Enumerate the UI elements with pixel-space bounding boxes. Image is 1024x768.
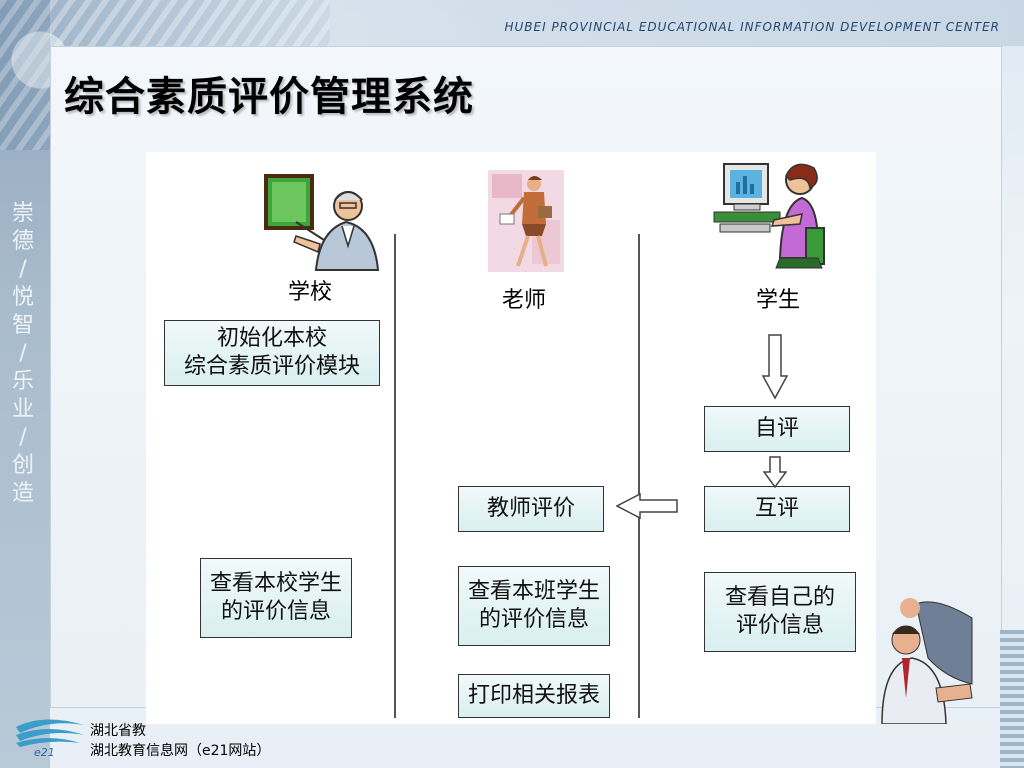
motto-char: 崇 bbox=[11, 201, 34, 226]
e21-logo-icon bbox=[16, 719, 84, 747]
header-band bbox=[0, 0, 1024, 46]
motto-char: 德 bbox=[11, 229, 34, 254]
motto-char: 业 bbox=[11, 397, 34, 422]
arrow-down-icon bbox=[762, 334, 788, 400]
arrow-down-icon bbox=[763, 456, 787, 488]
column-divider-right bbox=[638, 234, 640, 718]
box-line: 综合素质评价模块 bbox=[183, 354, 360, 379]
box-line: 查看自己的 bbox=[724, 585, 835, 610]
school-view-evaluations-box: 查看本校学生 的评价信息 bbox=[200, 558, 352, 638]
box-line: 的评价信息 bbox=[220, 599, 331, 624]
slide-title: 综合素质评价管理系统 bbox=[64, 74, 474, 120]
footer-line-1: 湖北省教 bbox=[90, 723, 146, 739]
student-self-evaluation-box: 自评 bbox=[704, 406, 850, 452]
motto-char: 乐 bbox=[11, 369, 34, 394]
footer-line-2: 湖北教育信息网（e21网站） bbox=[90, 743, 271, 759]
motto-char: 悦 bbox=[11, 285, 34, 310]
school-lecturer-icon bbox=[264, 174, 380, 271]
header-organization: HUBEI PROVINCIAL EDUCATIONAL INFORMATION… bbox=[504, 20, 1000, 34]
diagram-panel: 学校 老师 学生 初始化本校 综合素质评价模 bbox=[146, 152, 876, 724]
decorative-stripes bbox=[1000, 630, 1024, 768]
motto-char: / bbox=[19, 425, 27, 450]
box-line: 的评价信息 bbox=[478, 607, 589, 632]
motto-char: 智 bbox=[11, 313, 34, 338]
motto-char: / bbox=[19, 257, 27, 282]
teacher-view-class-box: 查看本班学生 的评价信息 bbox=[458, 566, 610, 646]
motto-char: 创 bbox=[11, 453, 34, 478]
box-line: 查看本班学生 bbox=[467, 579, 600, 604]
footer-logo-text: e21 bbox=[34, 746, 55, 759]
box-line: 初始化本校 bbox=[216, 326, 327, 351]
column-divider-left bbox=[394, 234, 396, 718]
vertical-motto: 崇 德 / 悦 智 / 乐 业 / 创 造 bbox=[8, 200, 38, 508]
box-line: 评价信息 bbox=[735, 613, 824, 638]
school-init-module-box: 初始化本校 综合素质评价模块 bbox=[164, 320, 380, 386]
actor-label-student: 学生 bbox=[756, 288, 801, 313]
student-computer-icon bbox=[713, 163, 825, 269]
arrow-left-icon bbox=[616, 493, 678, 519]
teacher-woman-icon bbox=[488, 170, 564, 272]
motto-char: 造 bbox=[11, 481, 34, 506]
student-peer-evaluation-box: 互评 bbox=[704, 486, 850, 532]
business-people-image bbox=[881, 598, 973, 724]
box-line: 查看本校学生 bbox=[209, 571, 342, 596]
motto-char: / bbox=[19, 341, 27, 366]
actor-label-school: 学校 bbox=[288, 280, 333, 305]
teacher-evaluation-box: 教师评价 bbox=[458, 486, 604, 532]
student-view-own-box: 查看自己的 评价信息 bbox=[704, 572, 856, 652]
actor-label-teacher: 老师 bbox=[502, 288, 547, 313]
teacher-print-report-box: 打印相关报表 bbox=[458, 674, 610, 718]
